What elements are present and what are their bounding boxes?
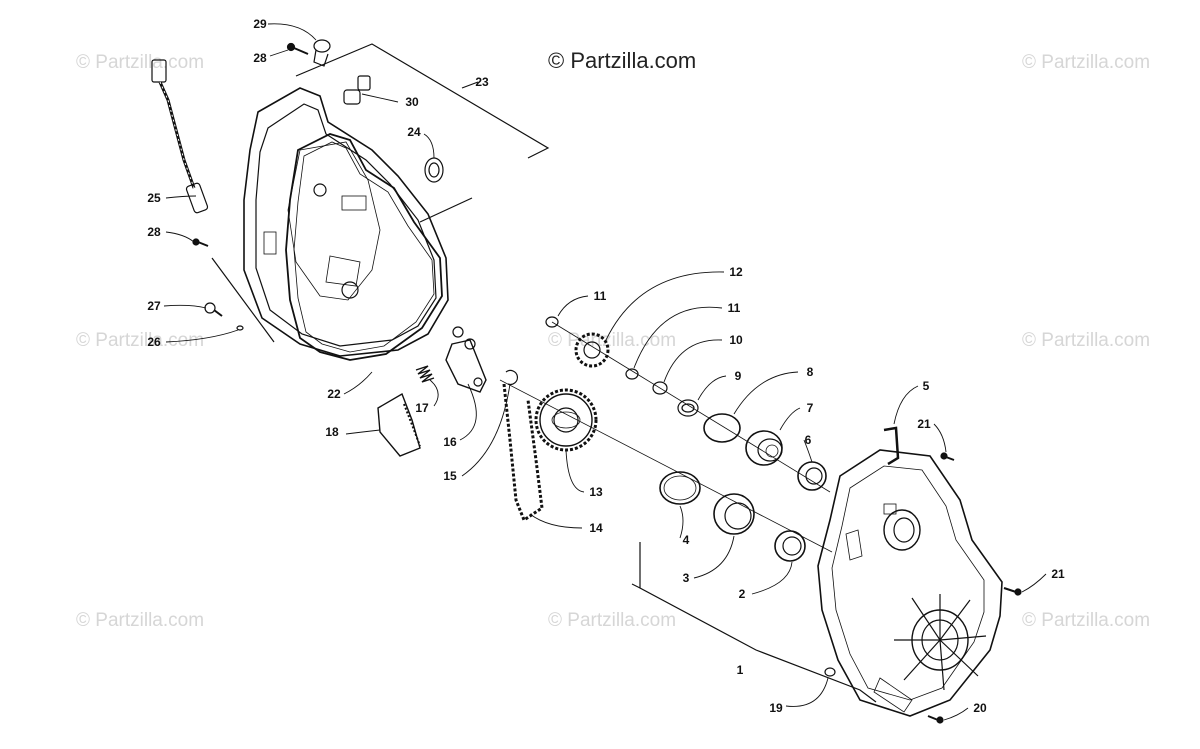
- callout-15: 15: [443, 469, 457, 483]
- circlip-11a: [545, 316, 559, 328]
- gasket-seal: [285, 133, 443, 361]
- sensor-cable-25: [151, 59, 209, 214]
- watermark: © Partzilla.com: [1022, 610, 1151, 631]
- chaincase-cover-inner: [243, 87, 449, 357]
- screw-20: [927, 715, 944, 724]
- drive-sprocket-12: [574, 332, 610, 368]
- callout-2: 2: [738, 587, 746, 601]
- assembly-axis-lines: [499, 321, 833, 553]
- watermark: © Partzilla.com: [548, 330, 677, 351]
- callout-24: 24: [407, 125, 421, 139]
- callout-26: 26: [147, 335, 161, 349]
- seal-6: [797, 461, 827, 491]
- callout-21: 21: [1051, 567, 1065, 581]
- clamp-29: [313, 39, 331, 67]
- callout-11: 11: [727, 301, 741, 315]
- callout-13: 13: [589, 485, 603, 499]
- callout-4: 4: [682, 533, 690, 547]
- seal-2: [774, 530, 806, 562]
- callout-28: 28: [253, 51, 267, 65]
- o-ring-8: [703, 413, 741, 443]
- callout-8: 8: [806, 365, 814, 379]
- bearing-3: [713, 493, 755, 535]
- callout-5: 5: [922, 379, 930, 393]
- callout-12: 12: [729, 265, 743, 279]
- bracket-1: [631, 542, 877, 703]
- callout-23: 23: [475, 75, 489, 89]
- watermark: © Partzilla.com: [76, 330, 205, 351]
- callout-28: 28: [147, 225, 161, 239]
- shim-10: [652, 381, 668, 395]
- watermark: © Partzilla.com: [76, 610, 205, 631]
- chaincase-housing: [817, 449, 1003, 717]
- grommet-30: [343, 75, 371, 105]
- screw-28a: [286, 42, 309, 55]
- copyright-text: © Partzilla.com: [548, 48, 697, 73]
- bracket-23: [211, 43, 550, 343]
- screw-21a: [940, 452, 955, 461]
- circlip-11b: [625, 368, 639, 380]
- callout-20: 20: [973, 701, 987, 715]
- callout-21: 21: [917, 417, 931, 431]
- drive-chain-14: [502, 383, 544, 523]
- callout-30: 30: [405, 95, 419, 109]
- callout-1: 1: [736, 663, 744, 677]
- screw-21b: [1003, 587, 1022, 596]
- callout-11: 11: [593, 289, 607, 303]
- callout-10: 10: [729, 333, 743, 347]
- plug-19: [824, 667, 836, 677]
- o-ring-4: [659, 471, 701, 505]
- washer-26: [236, 325, 244, 331]
- callout-9: 9: [734, 369, 742, 383]
- chain-tensioner-pad-18: [377, 392, 421, 457]
- spring-17: [415, 365, 435, 383]
- screw-27: [204, 302, 223, 317]
- callout-14: 14: [589, 521, 603, 535]
- callout-3: 3: [682, 571, 690, 585]
- watermark: © Partzilla.com: [76, 52, 205, 73]
- driven-gear-13: [534, 388, 598, 452]
- leader-lines: [163, 23, 1047, 721]
- callout-25: 25: [147, 191, 161, 205]
- washer-9: [677, 399, 699, 417]
- watermark: © Partzilla.com: [548, 610, 677, 631]
- callout-17: 17: [415, 401, 429, 415]
- tensioner-arm-16: [445, 326, 487, 393]
- seal-24: [424, 157, 444, 183]
- breather-fitting-5: [883, 426, 900, 466]
- callout-19: 19: [769, 701, 783, 715]
- screw-28b: [192, 238, 209, 247]
- callout-29: 29: [253, 17, 267, 31]
- callout-16: 16: [443, 435, 457, 449]
- bearing-7: [745, 430, 783, 466]
- callout-22: 22: [327, 387, 341, 401]
- callout-27: 27: [147, 299, 161, 313]
- circlip-15: [505, 369, 518, 386]
- callout-7: 7: [806, 401, 814, 415]
- watermark: © Partzilla.com: [1022, 330, 1151, 351]
- callout-6: 6: [804, 433, 812, 447]
- callout-18: 18: [325, 425, 339, 439]
- watermark: © Partzilla.com: [1022, 52, 1151, 73]
